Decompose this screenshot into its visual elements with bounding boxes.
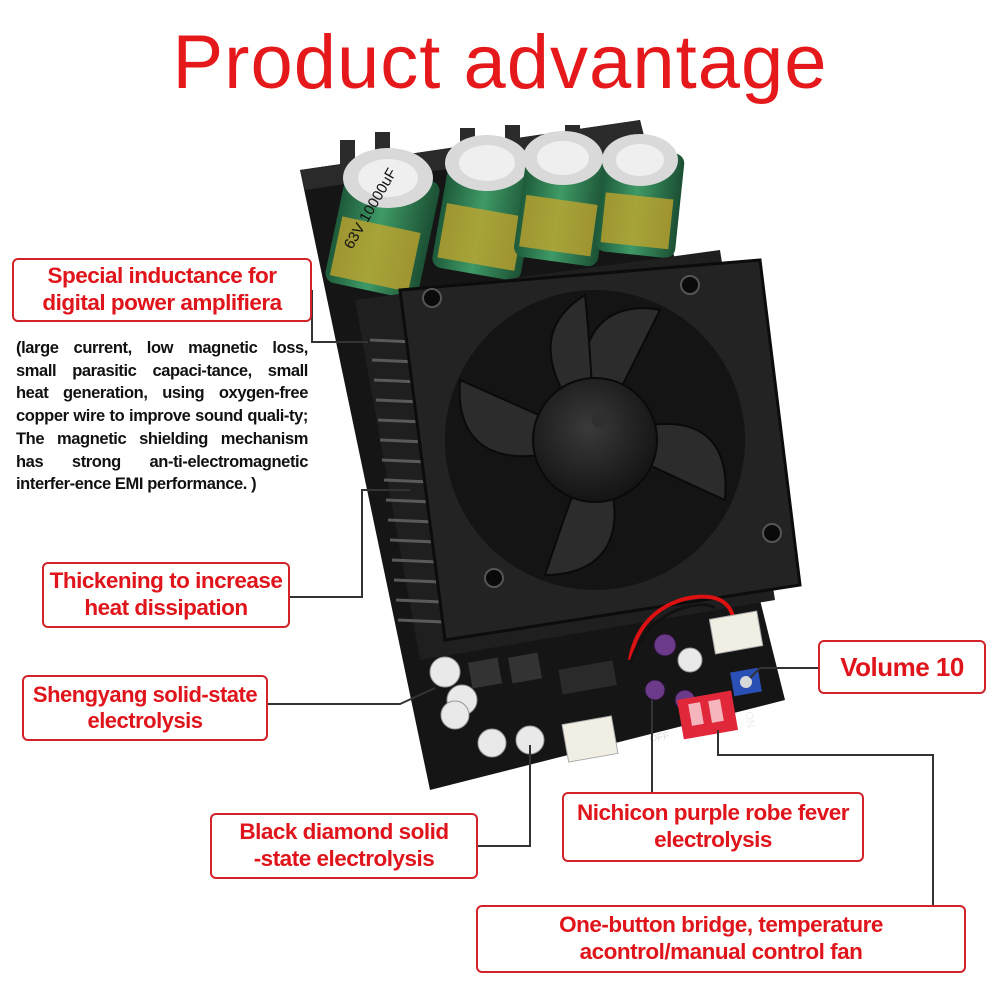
capacitor-2 xyxy=(432,135,538,281)
callout-nichicon-line1: Nichicon purple robe fever xyxy=(576,800,850,826)
callout-black-diamond: Black diamond solid -state electrolysis xyxy=(210,813,478,879)
callout-heatsink: Thickening to increase heat dissipation xyxy=(42,562,290,628)
inductance-description: (large current, low magnetic loss, small… xyxy=(16,339,308,494)
callout-volume-text: Volume 10 xyxy=(840,651,964,682)
callout-volume: Volume 10 xyxy=(818,640,986,694)
callout-nichicon-line2: electrolysis xyxy=(654,827,772,852)
callout-shengyang-line1: Shengyang solid-state xyxy=(32,682,258,708)
cooling-fan xyxy=(398,258,802,642)
capacitor-1 xyxy=(325,148,440,299)
capacitor-4 xyxy=(595,134,685,258)
callout-bridge: One-button bridge, temperature acontrol/… xyxy=(476,905,966,973)
callout-heatsink-line1: Thickening to increase xyxy=(49,568,283,594)
callout-heatsink-line2: heat dissipation xyxy=(84,595,248,620)
off-label: OFF xyxy=(649,731,671,745)
callout-shengyang: Shengyang solid-state electrolysis xyxy=(22,675,268,741)
callout-bridge-line2: acontrol/manual control fan xyxy=(579,939,863,964)
callout-inductance: Special inductance for digital power amp… xyxy=(12,258,312,322)
dip-switch xyxy=(676,690,739,740)
callout-inductance-line2: digital power amplifiera xyxy=(42,290,282,315)
capacitor-3 xyxy=(514,131,611,267)
callout-black-diamond-line1: Black diamond solid xyxy=(239,819,449,845)
callout-shengyang-line2: electrolysis xyxy=(87,708,203,733)
callout-bridge-line1: One-button bridge, temperature xyxy=(559,912,883,938)
fan-screws xyxy=(422,275,782,588)
callout-nichicon: Nichicon purple robe fever electrolysis xyxy=(562,792,864,862)
capacitors: 63V 10000uF xyxy=(325,131,685,299)
callout-inductance-line1: Special inductance for xyxy=(47,263,277,289)
callout-black-diamond-line2: -state electrolysis xyxy=(253,846,435,871)
switch-label: ON xyxy=(742,710,757,728)
page-title: Product advantage xyxy=(172,20,828,105)
